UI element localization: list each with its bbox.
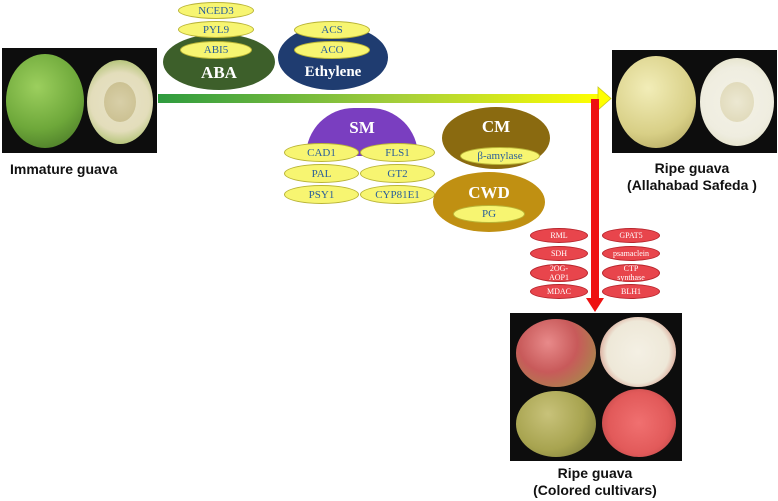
ripe-guava-photo (612, 50, 777, 153)
immature-guava-photo (2, 48, 157, 153)
gene-fls1: FLS1 (360, 143, 435, 162)
gene-mdac: MDAC (530, 284, 588, 299)
gene-acs: ACS (294, 21, 370, 39)
gene-beta-amylase: β-amylase (460, 147, 540, 165)
cwd-group: CWD (433, 172, 545, 232)
ethylene-title: Ethylene (304, 64, 362, 80)
gene-2og-aop1: 2OG- AOP1 (530, 264, 588, 282)
colored-guava-label: Ripe guava (Colored cultivars) (488, 465, 702, 499)
arrow-shaft (158, 94, 600, 103)
ripe-guava-label-line1: Ripe guava (654, 160, 730, 176)
gene-gpat5: GPAT5 (602, 228, 660, 243)
gene-ctp-synthase: CTP synthase (602, 264, 660, 282)
colored-guava-label-line2: (Colored cultivars) (533, 482, 657, 498)
colored-guava-photo (510, 313, 682, 461)
gene-pg: PG (453, 205, 525, 223)
gene-pal: PAL (284, 164, 359, 183)
down-arrow-shaft (591, 99, 599, 299)
cm-title: CM (481, 117, 511, 136)
ripe-guava-label-line2: (Allahabad Safeda ) (627, 177, 757, 193)
gene-blh1: BLH1 (602, 284, 660, 299)
cwd-title: CWD (468, 183, 510, 202)
ripe-guava-label: Ripe guava (Allahabad Safeda ) (606, 160, 778, 194)
gene-sdh: SDH (530, 246, 588, 261)
gene-nced3: NCED3 (178, 2, 254, 19)
colored-guava-label-line1: Ripe guava (557, 465, 633, 481)
gene-cad1: CAD1 (284, 143, 359, 162)
sm-title: SM (349, 118, 375, 137)
gene-abi5: ABI5 (180, 41, 252, 59)
immature-guava-label: Immature guava (10, 161, 118, 177)
gene-aco: ACO (294, 41, 370, 59)
gene-gt2: GT2 (360, 164, 435, 183)
gene-rml: RML (530, 228, 588, 243)
gene-psamaclein: psamaclein (602, 246, 660, 261)
gene-pyl9: PYL9 (178, 21, 254, 38)
arrow-head (597, 86, 612, 111)
down-arrow-head (586, 298, 604, 312)
gene-cyp81e1: CYP81E1 (360, 185, 435, 204)
gene-psy1: PSY1 (284, 185, 359, 204)
aba-title: ABA (201, 63, 237, 82)
